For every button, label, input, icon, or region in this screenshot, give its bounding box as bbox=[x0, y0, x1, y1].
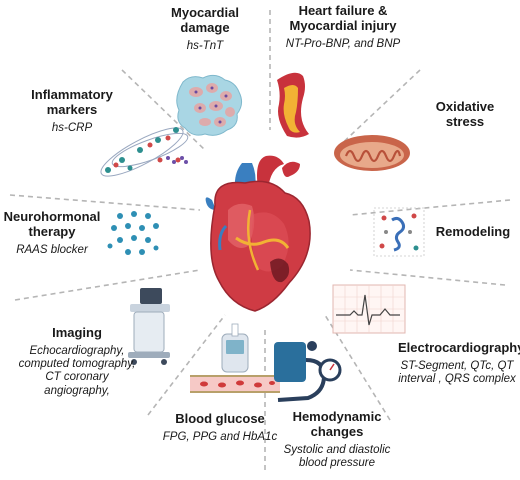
divider-line bbox=[121, 69, 206, 151]
segment-subtitle: FPG, PPG and HbA1c bbox=[162, 430, 278, 443]
divider-line bbox=[147, 314, 226, 416]
glucometer-icon bbox=[221, 323, 249, 373]
segment-subtitle: hs-CRP bbox=[51, 121, 93, 134]
segment-title: Oxidative stress bbox=[435, 99, 495, 129]
label-imaging: Imaging Echocardiography, computed tomog… bbox=[18, 325, 136, 398]
protein-structure-icon bbox=[373, 207, 425, 257]
spoke-dividers bbox=[9, 10, 511, 470]
label-neurohormonal: Neurohormonal therapy RAAS blocker bbox=[2, 209, 102, 257]
hormone-molecules-icon bbox=[107, 211, 159, 255]
segment-title: Blood glucose bbox=[175, 411, 265, 426]
segment-subtitle: Echocardiography, computed tomography, C… bbox=[18, 344, 136, 397]
myocardial-tissue-icon bbox=[176, 74, 243, 136]
divider-line bbox=[14, 269, 201, 301]
segment-title: Remodeling bbox=[435, 224, 511, 239]
blood-pressure-monitor-icon bbox=[274, 341, 342, 402]
segment-title: Heart failure & Myocardial injury bbox=[289, 3, 397, 33]
segment-subtitle: hs-TnT bbox=[186, 39, 224, 52]
label-myocardial-damage: Myocardial damage hs-TnT bbox=[150, 5, 260, 53]
label-hemodynamic: Hemodynamic changes Systolic and diastol… bbox=[282, 409, 392, 470]
segment-title: Inflammatory markers bbox=[31, 87, 113, 117]
heart-icon bbox=[205, 155, 311, 312]
mitochondrion-icon bbox=[334, 135, 410, 171]
label-electrocardiography: Electrocardiography ST-Segment, QTc, QT … bbox=[398, 340, 520, 386]
label-remodeling: Remodeling bbox=[428, 224, 518, 240]
ultrasound-machine-icon bbox=[128, 288, 170, 365]
inflammatory-network-icon bbox=[100, 127, 189, 177]
label-blood-glucose: Blood glucose FPG, PPG and HbA1c bbox=[160, 411, 280, 444]
segment-title: Neurohormonal therapy bbox=[3, 209, 101, 239]
segment-subtitle: Systolic and diastolic blood pressure bbox=[283, 443, 391, 470]
segment-title: Hemodynamic changes bbox=[292, 409, 382, 439]
artery-plaque-icon bbox=[277, 72, 309, 138]
segment-subtitle: NT-Pro-BNP, and BNP bbox=[285, 37, 401, 50]
segment-title: Imaging bbox=[52, 325, 102, 340]
divider-line bbox=[334, 69, 421, 151]
ecg-strip-icon bbox=[332, 284, 406, 334]
divider-line bbox=[9, 194, 201, 211]
segment-title: Electrocardiography bbox=[398, 340, 520, 355]
divider-line bbox=[349, 269, 506, 286]
segment-subtitle: RAAS blocker bbox=[16, 243, 88, 256]
label-inflammatory: Inflammatory markers hs-CRP bbox=[22, 87, 122, 135]
segment-title: Myocardial damage bbox=[171, 5, 239, 35]
segment-subtitle: ST-Segment, QTc, QT interval , QRS compl… bbox=[398, 359, 516, 386]
blood-vessel-icon bbox=[190, 375, 280, 393]
label-oxidative-stress: Oxidative stress bbox=[420, 99, 510, 130]
divider-line bbox=[349, 199, 511, 216]
label-heart-failure: Heart failure & Myocardial injury NT-Pro… bbox=[278, 3, 408, 51]
